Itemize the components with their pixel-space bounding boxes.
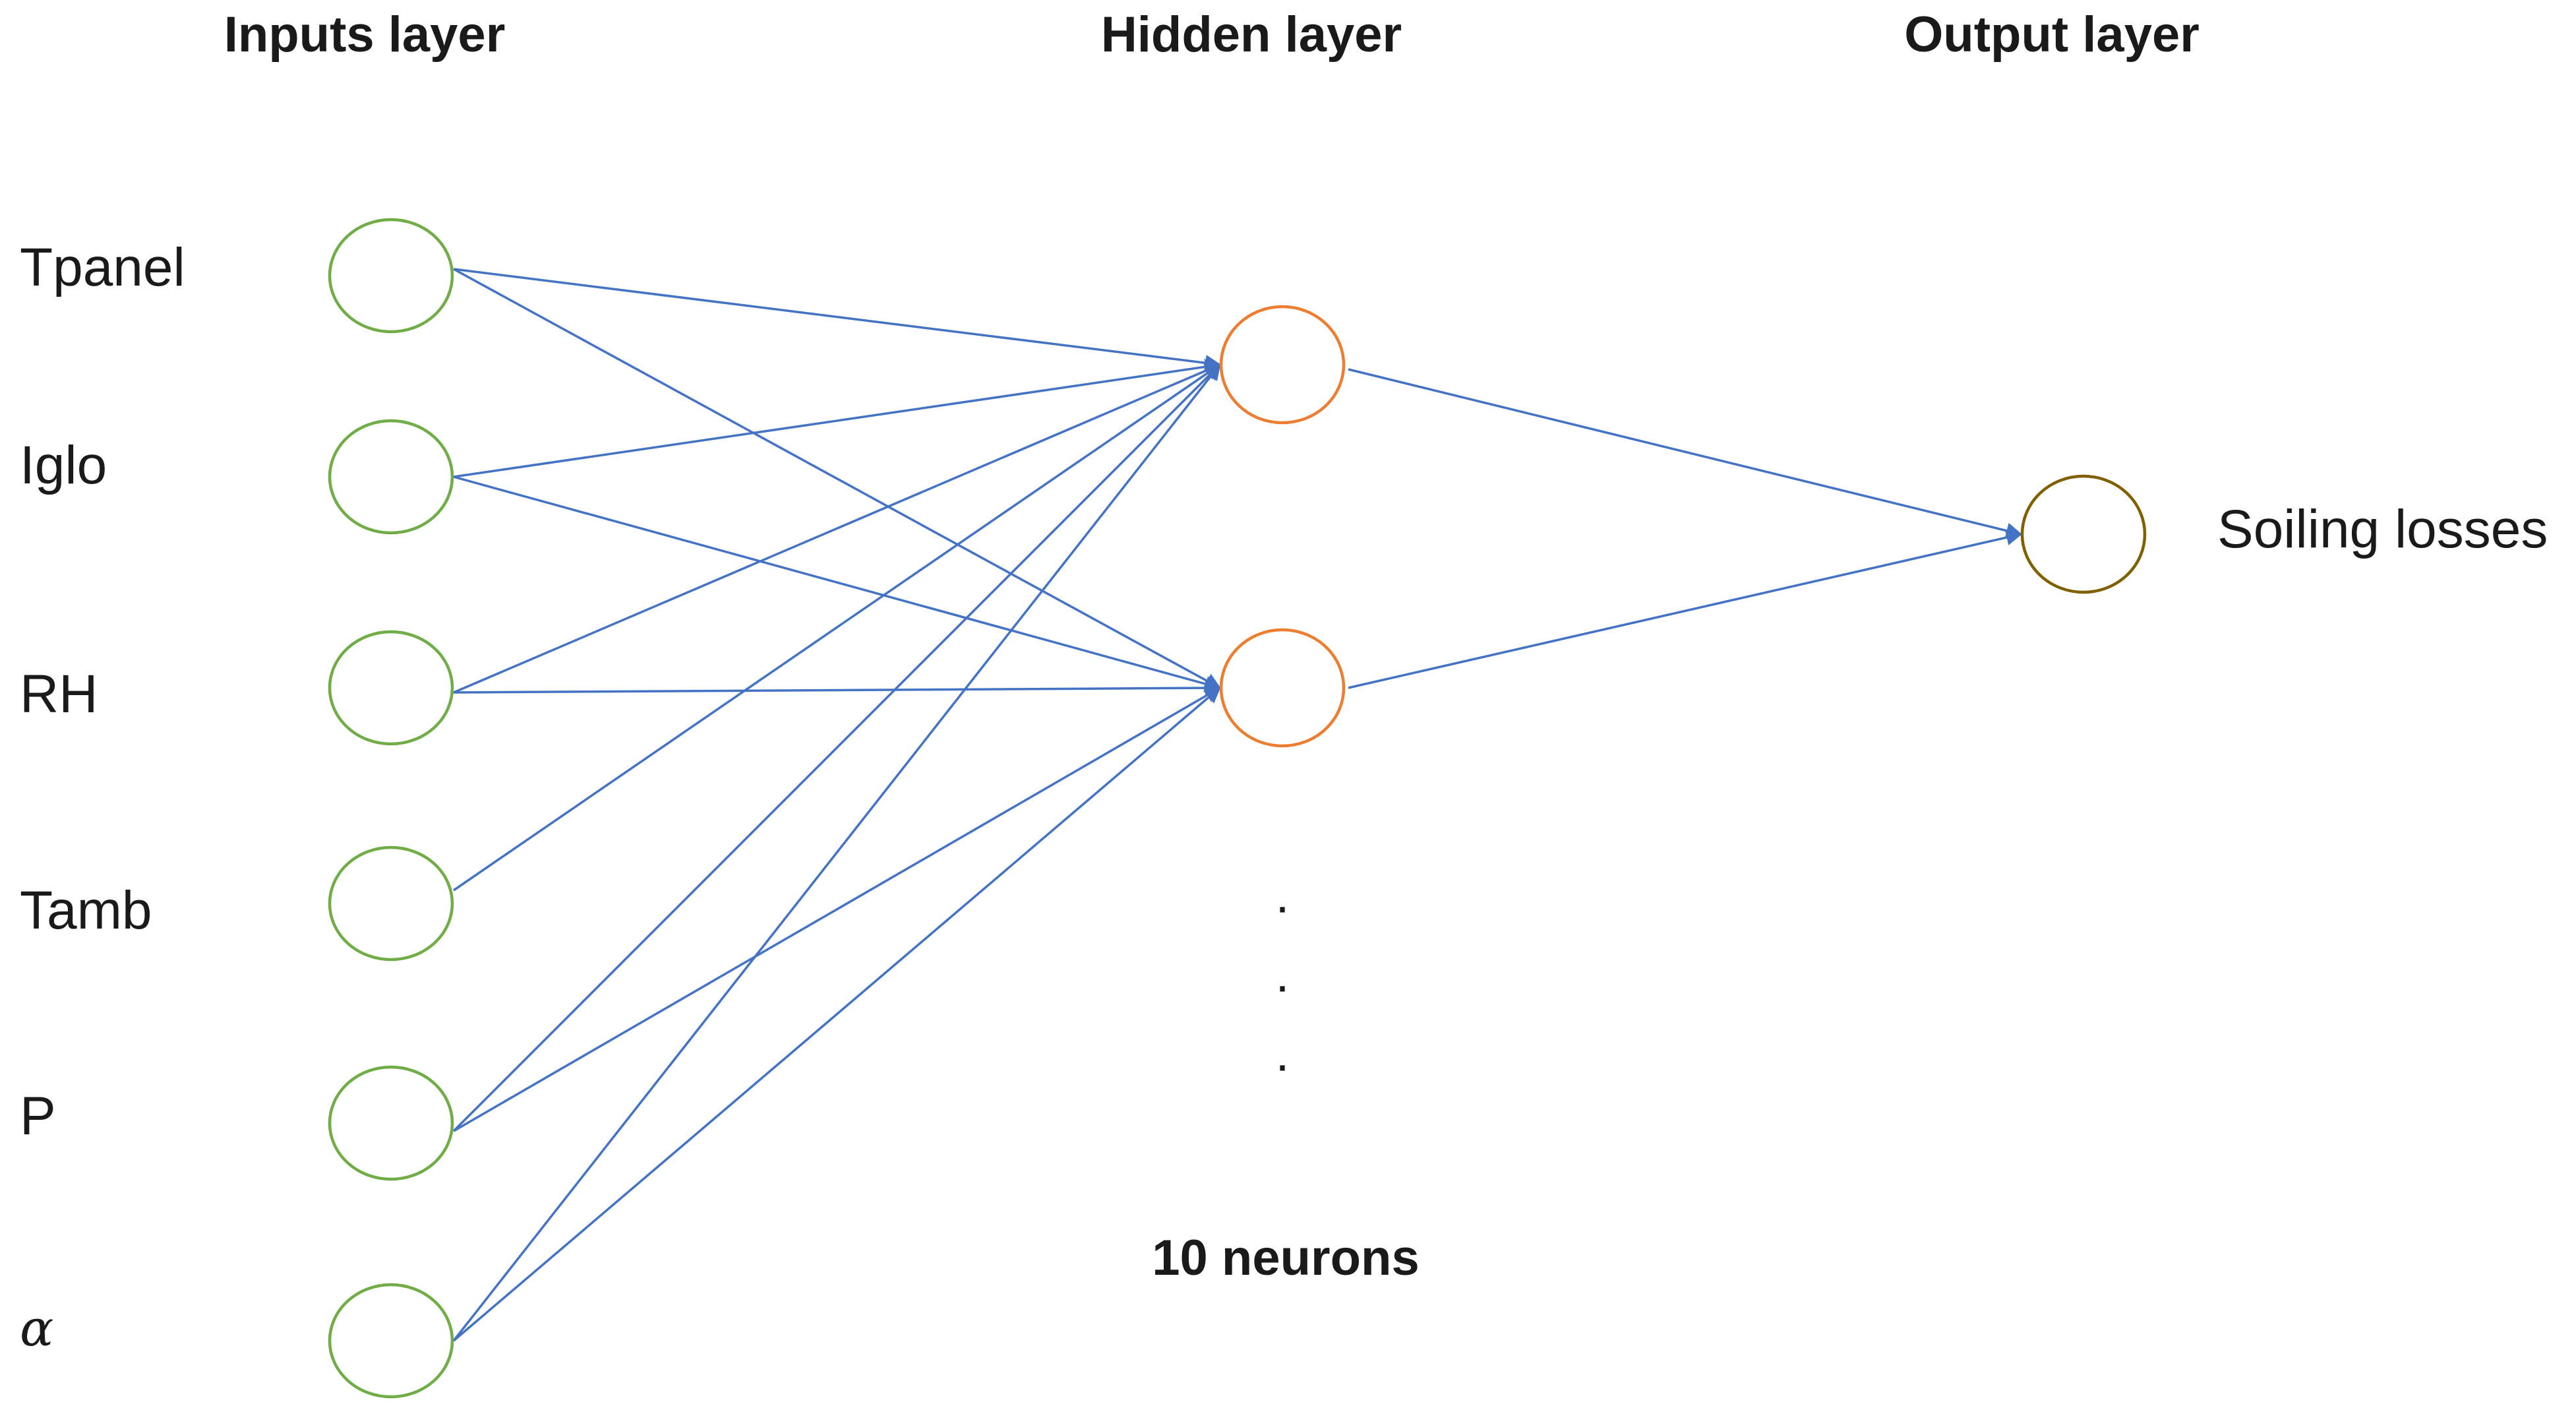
input-nodes <box>328 218 454 1399</box>
input-node-tpanel <box>328 218 454 334</box>
input-label-alpha: α <box>20 1299 53 1357</box>
input-labels: Tpanel Iglo RH Tamb P α <box>20 237 185 1357</box>
input-node-p <box>328 1065 454 1181</box>
edge-alpha-h1 <box>452 363 1221 1342</box>
input-node-tamb <box>328 845 454 962</box>
input-node-alpha <box>328 1283 454 1399</box>
input-label-iglo: Iglo <box>20 435 107 495</box>
output-node <box>2020 474 2147 594</box>
hidden-node-2 <box>1219 628 1346 748</box>
output-label: Soiling losses <box>2217 499 2548 559</box>
input-label-rh: RH <box>20 664 98 724</box>
hidden-ellipsis: · · · <box>1274 878 1290 1093</box>
ellipsis-dot-1: · <box>1274 878 1290 935</box>
input-node-iglo <box>328 419 454 535</box>
edge-iglo-h2 <box>453 475 1222 692</box>
edge-tpanel-h1 <box>453 268 1222 371</box>
edge-p-h1 <box>452 363 1221 1132</box>
edge-p-h2 <box>453 687 1222 1132</box>
hidden-output-connections <box>1348 368 2023 689</box>
input-node-rh <box>328 630 454 746</box>
edge-rh-h2 <box>453 679 1222 696</box>
hidden-neuron-count: 10 neurons <box>1152 1230 1419 1286</box>
input-label-tamb: Tamb <box>20 880 152 940</box>
edge-tpanel-h2 <box>453 268 1222 689</box>
hidden-nodes <box>1219 305 1346 748</box>
hidden-layer-title: Hidden layer <box>1101 7 1402 63</box>
edge-tamb-h1 <box>453 363 1222 892</box>
hidden-node-1 <box>1219 305 1346 425</box>
edge-iglo-h1 <box>453 359 1222 478</box>
edge-h1-output <box>1348 368 2023 539</box>
edge-h2-output <box>1348 529 2023 689</box>
ellipsis-dot-3: · <box>1274 1037 1290 1093</box>
output-layer-title: Output layer <box>1904 7 2200 63</box>
edge-rh-h1 <box>453 363 1222 694</box>
input-label-tpanel: Tpanel <box>20 237 185 297</box>
edge-alpha-h2 <box>452 687 1221 1342</box>
inputs-layer-title: Inputs layer <box>224 7 506 63</box>
input-hidden-connections <box>452 268 1222 1342</box>
ellipsis-dot-2: · <box>1274 958 1290 1014</box>
input-label-p: P <box>20 1086 56 1146</box>
